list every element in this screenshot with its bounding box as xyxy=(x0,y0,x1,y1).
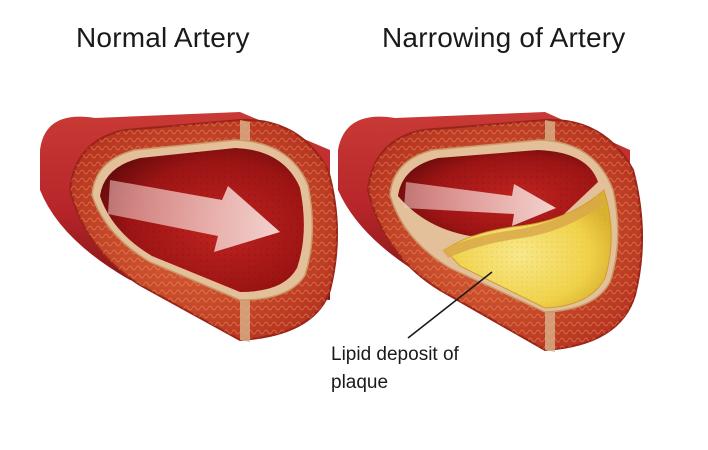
callout-line xyxy=(407,271,493,339)
flow-arrow-icon xyxy=(108,180,280,252)
plaque-callout-line2: plaque xyxy=(331,372,389,393)
normal-artery-title: Normal Artery xyxy=(76,22,250,53)
plaque-callout-label: Lipid deposit of plaque xyxy=(331,341,459,397)
flow-arrow-icon xyxy=(404,182,556,226)
narrowed-artery-title: Narrowing of Artery xyxy=(382,22,626,53)
plaque-callout-line1: Lipid deposit of xyxy=(331,344,459,365)
normal-artery xyxy=(40,112,338,342)
narrowed-artery xyxy=(338,112,643,352)
